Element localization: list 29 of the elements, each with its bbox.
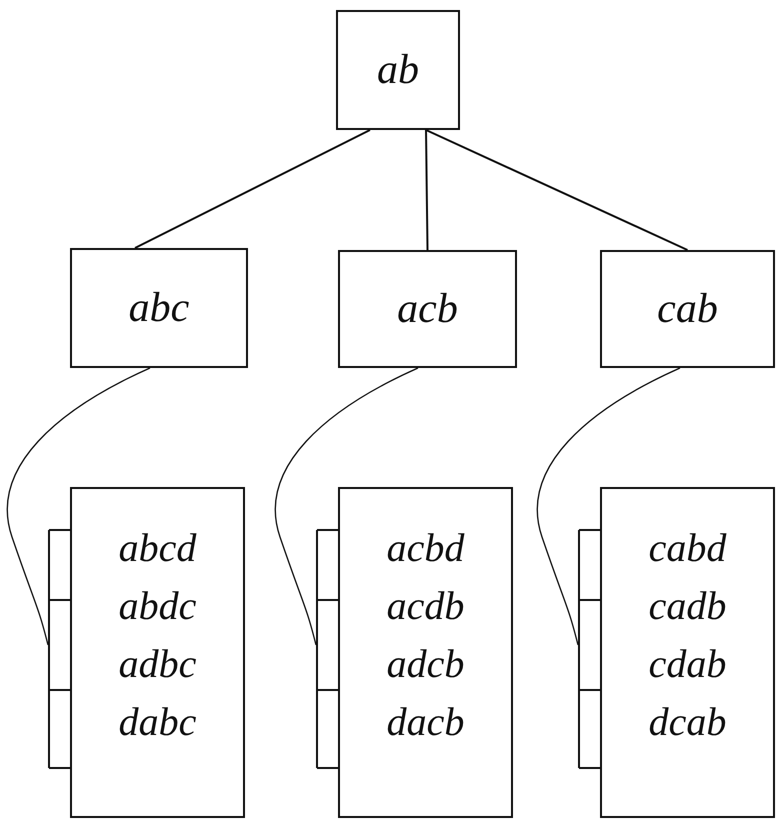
list-item: cabd	[648, 524, 726, 572]
curved-connector	[7, 367, 150, 646]
node-label: ab	[377, 49, 419, 91]
list-item: abdc	[118, 582, 196, 630]
curved-connector	[275, 367, 418, 646]
tree-node-box	[338, 250, 517, 368]
list-item: adcb	[386, 640, 464, 688]
list-item: cadb	[648, 582, 726, 630]
list-node	[578, 487, 775, 818]
connector-line	[425, 130, 428, 250]
node-label: cab	[657, 288, 718, 330]
connector-line	[134, 129, 370, 249]
list-item: dabc	[118, 698, 196, 746]
list-item: cdab	[648, 640, 726, 688]
tree-node-box	[600, 250, 775, 368]
node-label: abc	[128, 287, 190, 329]
list-item: acbd	[386, 524, 464, 572]
list-item: acdb	[386, 582, 464, 630]
tree-node-box	[336, 10, 460, 130]
list-item: adbc	[118, 640, 196, 688]
list-item: dcab	[648, 698, 726, 746]
list-item: abcd	[118, 524, 196, 572]
list-node	[316, 487, 513, 818]
node-label: acb	[397, 288, 458, 330]
list-item: dacb	[386, 698, 464, 746]
connector-line	[426, 129, 688, 251]
list-node	[48, 487, 245, 818]
tree-node-box	[70, 248, 248, 368]
curved-connector	[537, 367, 680, 646]
